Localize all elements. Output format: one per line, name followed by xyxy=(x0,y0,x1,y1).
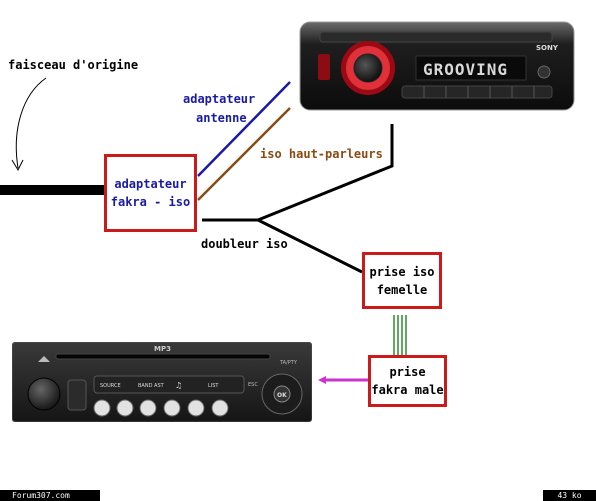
footer-site: Forum307.com xyxy=(0,490,100,501)
oem-esc-label: ESC xyxy=(248,382,258,388)
prise-fakra-line-2: fakra male xyxy=(371,383,444,397)
sony-cd-slot xyxy=(319,31,553,43)
prise-iso-line-2: femelle xyxy=(376,282,428,297)
adaptateur-fakra-iso-box: adaptateur fakra - iso xyxy=(104,154,197,232)
doubleur-iso-label: doubleur iso xyxy=(201,237,288,251)
oem-mp3-label: MP3 xyxy=(154,345,171,353)
eject-icon xyxy=(38,356,50,362)
sony-preset-buttons xyxy=(401,85,553,99)
oem-function-bar xyxy=(93,375,245,394)
footer-size: 43 ko xyxy=(543,490,596,501)
faisceau-arrow-line xyxy=(15,77,47,169)
oem-band-label: BAND AST xyxy=(138,383,165,389)
antenna-wire xyxy=(197,81,291,177)
fakra-iso-line-1: adaptateur xyxy=(114,177,187,191)
sony-side-button xyxy=(537,65,551,79)
oem-radio: MP3 TA/PTY SOURCE BAND AST ♫ LIST ESC OK xyxy=(12,342,312,422)
sony-display-text: GROOVING xyxy=(423,60,508,79)
preset-button-5 xyxy=(187,399,205,417)
fakra-iso-line-2: fakra - iso xyxy=(110,195,191,209)
sony-volume-knob xyxy=(353,53,383,83)
preset-button-1 xyxy=(93,399,111,417)
faisceau-arrow-head xyxy=(11,159,24,172)
speaker-wire xyxy=(197,107,291,201)
adaptateur-antenne-label-1: adaptateur xyxy=(183,92,256,106)
adaptateur-antenne-label-2: antenne xyxy=(196,111,247,125)
iso-haut-parleurs-label: iso haut-parleurs xyxy=(260,147,383,161)
prise-iso-femelle-box: prise iso femelle xyxy=(362,252,442,309)
sony-left-button xyxy=(318,54,330,80)
music-icon: ♫ xyxy=(175,381,182,390)
oem-side-buttons xyxy=(67,379,87,411)
oem-ta-label: TA/PTY xyxy=(279,360,298,366)
oem-volume-knob xyxy=(27,377,61,411)
oem-list-label: LIST xyxy=(208,383,219,389)
oem-cd-slot xyxy=(55,353,271,360)
prise-fakra-line-1: prise xyxy=(389,365,426,379)
doubleur-wire-to-prise-iso xyxy=(257,218,363,274)
oem-ok-label: OK xyxy=(277,392,287,399)
prise-iso-line-1: prise iso xyxy=(369,264,435,279)
preset-button-3 xyxy=(139,399,157,417)
faisceau-label: faisceau d'origine xyxy=(8,58,139,72)
sony-radio: GROOVING SONY xyxy=(299,21,575,111)
oem-ok-button xyxy=(273,385,291,403)
sony-brand: SONY xyxy=(536,44,559,52)
doubleur-wire-to-sony xyxy=(257,124,394,222)
sony-display xyxy=(415,55,527,81)
fakra-arrow-head xyxy=(318,376,326,384)
preset-button-2 xyxy=(116,399,134,417)
oem-source-label: SOURCE xyxy=(100,383,121,389)
preset-button-6 xyxy=(211,399,229,417)
preset-button-4 xyxy=(163,399,181,417)
prise-fakra-male-box: prise fakra male xyxy=(368,355,447,407)
